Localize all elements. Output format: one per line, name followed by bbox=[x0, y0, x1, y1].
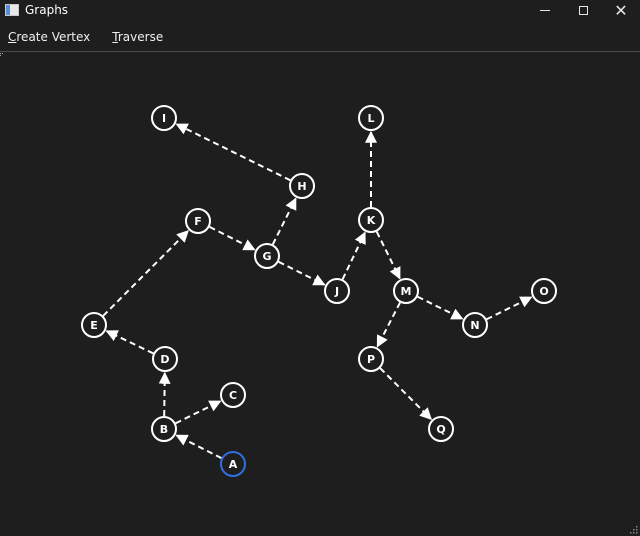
vertex-L[interactable]: L bbox=[358, 105, 384, 131]
edge-F-G bbox=[209, 225, 256, 251]
menu-create-vertex-label: reate Vertex bbox=[16, 30, 91, 44]
menu-create-vertex[interactable]: Create Vertex bbox=[0, 24, 98, 50]
menu-bar: Create Vertex Traverse bbox=[0, 24, 640, 50]
vertex-circle bbox=[393, 278, 419, 304]
vertex-circle bbox=[185, 208, 211, 234]
edge-H-I bbox=[175, 123, 291, 182]
menu-traverse[interactable]: Traverse bbox=[104, 24, 171, 50]
vertex-label: H bbox=[297, 180, 306, 193]
menu-traverse-label: raverse bbox=[117, 30, 164, 44]
window-title: Graphs bbox=[25, 3, 69, 17]
vertex-M[interactable]: M bbox=[393, 278, 419, 304]
vertex-circle bbox=[151, 416, 177, 442]
maximize-icon bbox=[578, 5, 588, 15]
vertex-J[interactable]: J bbox=[324, 278, 350, 304]
edge-P-Q bbox=[379, 367, 432, 420]
vertex-O[interactable]: O bbox=[531, 278, 557, 304]
vertex-circle bbox=[151, 105, 177, 131]
menu-grip-icon bbox=[0, 53, 3, 56]
vertex-circle bbox=[358, 105, 384, 131]
vertex-circle bbox=[220, 382, 246, 408]
vertex-label: Q bbox=[436, 423, 445, 436]
minimize-button[interactable] bbox=[526, 0, 564, 20]
edge-K-M bbox=[375, 231, 401, 280]
vertex-circle bbox=[358, 207, 384, 233]
menu-divider bbox=[0, 51, 640, 52]
menu-traverse-mnemonic: T bbox=[112, 30, 118, 44]
vertex-circle bbox=[220, 451, 246, 477]
vertex-label: O bbox=[539, 285, 548, 298]
window-controls: ✕ bbox=[526, 0, 640, 20]
vertex-E[interactable]: E bbox=[81, 312, 107, 338]
edge-M-P bbox=[376, 302, 401, 348]
vertex-I[interactable]: I bbox=[151, 105, 177, 131]
vertex-label: F bbox=[194, 215, 202, 228]
nodes-layer: A B C D E F G H I J K L M N O P Q bbox=[81, 105, 557, 477]
vertex-Q[interactable]: Q bbox=[428, 416, 454, 442]
vertex-P[interactable]: P bbox=[358, 346, 384, 372]
vertex-circle bbox=[531, 278, 557, 304]
vertex-label: M bbox=[401, 285, 412, 298]
vertex-label: L bbox=[367, 112, 374, 125]
minimize-icon bbox=[540, 9, 550, 11]
app-icon bbox=[5, 4, 19, 16]
edge-J-K bbox=[341, 231, 366, 280]
vertex-circle bbox=[324, 278, 350, 304]
edge-A-B bbox=[175, 434, 222, 460]
vertex-F[interactable]: F bbox=[185, 208, 211, 234]
edge-B-D bbox=[158, 371, 171, 417]
vertex-A[interactable]: A bbox=[220, 451, 246, 477]
graph-canvas[interactable]: A B C D E F G H I J K L M N O P Q bbox=[0, 52, 640, 536]
vertex-label: D bbox=[160, 353, 169, 366]
vertex-label: G bbox=[262, 250, 271, 263]
resize-grip-icon[interactable] bbox=[630, 526, 638, 534]
vertex-B[interactable]: B bbox=[151, 416, 177, 442]
close-icon: ✕ bbox=[614, 0, 628, 20]
edge-G-H bbox=[271, 197, 297, 245]
vertex-C[interactable]: C bbox=[220, 382, 246, 408]
edge-B-C bbox=[175, 400, 222, 425]
edge-E-F bbox=[102, 230, 189, 317]
vertex-circle bbox=[358, 346, 384, 372]
edge-D-E bbox=[105, 330, 154, 355]
maximize-button[interactable] bbox=[564, 0, 602, 20]
vertex-circle bbox=[462, 312, 488, 338]
edge-N-O bbox=[486, 296, 533, 321]
vertex-circle bbox=[81, 312, 107, 338]
vertex-label: B bbox=[160, 423, 168, 436]
vertex-H[interactable]: H bbox=[289, 173, 315, 199]
vertex-label: C bbox=[229, 389, 237, 402]
vertex-circle bbox=[152, 346, 178, 372]
menu-create-vertex-mnemonic: C bbox=[8, 30, 17, 44]
vertex-label: K bbox=[367, 214, 376, 227]
vertex-circle bbox=[254, 243, 280, 269]
vertex-circle bbox=[289, 173, 315, 199]
vertex-label: P bbox=[367, 353, 375, 366]
vertex-N[interactable]: N bbox=[462, 312, 488, 338]
edge-G-J bbox=[278, 260, 326, 286]
vertex-G[interactable]: G bbox=[254, 243, 280, 269]
vertex-label: N bbox=[470, 319, 479, 332]
vertex-label: I bbox=[162, 112, 166, 125]
title-bar[interactable]: Graphs ✕ bbox=[0, 0, 640, 20]
vertex-label: A bbox=[229, 458, 238, 471]
vertex-circle bbox=[428, 416, 454, 442]
vertex-K[interactable]: K bbox=[358, 207, 384, 233]
close-button[interactable]: ✕ bbox=[602, 0, 640, 20]
vertex-label: E bbox=[90, 319, 98, 332]
edge-M-N bbox=[417, 295, 464, 320]
edges-layer bbox=[102, 123, 533, 460]
vertex-D[interactable]: D bbox=[152, 346, 178, 372]
vertex-label: J bbox=[334, 285, 339, 298]
